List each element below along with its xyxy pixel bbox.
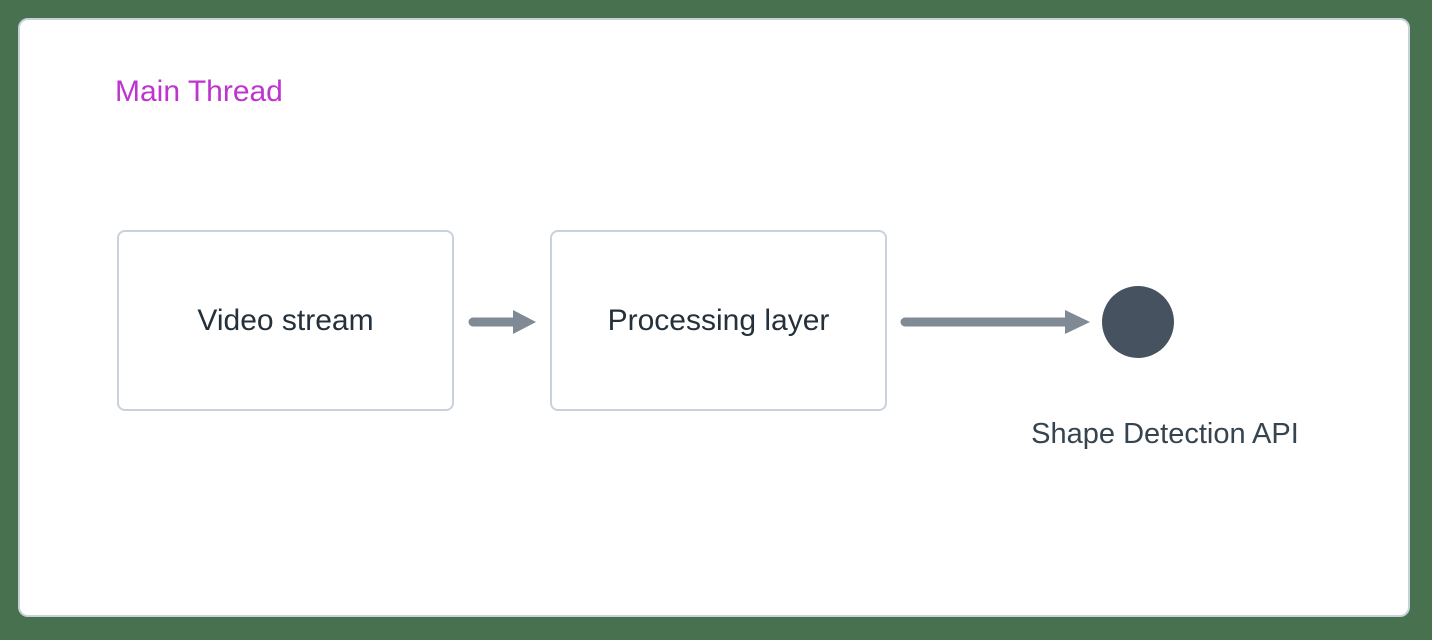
shape-detection-api-circle	[1102, 286, 1174, 358]
main-thread-title: Main Thread	[115, 75, 283, 108]
node-processing-layer: Processing layer	[550, 230, 887, 411]
arrow-video-to-processing	[468, 310, 536, 334]
node-video-stream-label: Video stream	[197, 303, 374, 337]
shape-detection-api-label: Shape Detection API	[1031, 418, 1299, 450]
node-video-stream: Video stream	[117, 230, 454, 411]
diagram-canvas: Main Thread Video stream Processing laye…	[20, 20, 1408, 615]
main-thread-panel: Main Thread Video stream Processing laye…	[18, 18, 1410, 617]
arrow-processing-to-api	[900, 310, 1090, 334]
node-processing-layer-label: Processing layer	[607, 303, 830, 337]
